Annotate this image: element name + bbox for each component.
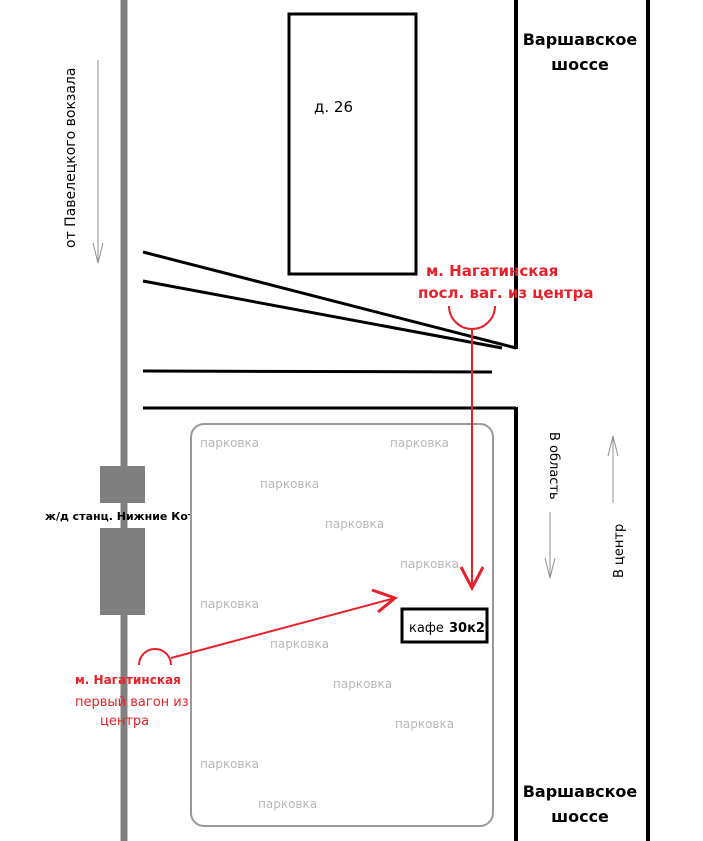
cafe-word: кафе bbox=[409, 621, 444, 636]
parking-label: парковка bbox=[390, 436, 449, 450]
parking-label: парковка bbox=[270, 637, 329, 651]
parking-label: парковка bbox=[260, 477, 319, 491]
parking-label: парковка bbox=[200, 757, 259, 771]
parking-label: парковка bbox=[400, 557, 459, 571]
highway-label-bottom-line1: Варшавское bbox=[523, 782, 638, 801]
parking-label: парковка bbox=[200, 597, 259, 611]
lane-label-to-region: В область bbox=[546, 432, 561, 500]
railway-direction-arrow bbox=[92, 60, 104, 264]
parking-label: парковка bbox=[333, 677, 392, 691]
metro-top-line1: м. Нагатинская bbox=[426, 262, 558, 280]
parking-label: парковка bbox=[325, 517, 384, 531]
metro-bottom-line1: м. Нагатинская bbox=[75, 673, 181, 687]
station-platform-bottom bbox=[100, 528, 145, 615]
metro-exit-bottom-icon bbox=[138, 648, 172, 666]
side-road-middle bbox=[142, 369, 493, 374]
lane-arrow-to-region bbox=[544, 512, 556, 579]
cafe-box bbox=[400, 607, 489, 644]
station-platform-top bbox=[100, 466, 145, 503]
route-arrow-top bbox=[459, 329, 485, 592]
lane-label-to-center: В центр bbox=[612, 524, 627, 578]
metro-bottom-line3: центра bbox=[100, 714, 149, 729]
side-road-upper-b bbox=[142, 279, 503, 350]
side-road-upper-a bbox=[142, 250, 517, 350]
metro-top-line2: посл. ваг. из центра bbox=[418, 284, 594, 302]
parking-label: парковка bbox=[200, 436, 259, 450]
highway-label-top-line2: шоссе bbox=[551, 55, 609, 74]
station-label: ж/д станц. Нижние Котлы bbox=[45, 510, 212, 523]
railway-direction-label: от Павелецкого вокзала bbox=[63, 68, 79, 248]
building-26 bbox=[287, 12, 418, 276]
parking-area bbox=[190, 423, 494, 827]
lane-arrow-to-center bbox=[607, 435, 619, 503]
parking-label: парковка bbox=[258, 797, 317, 811]
metro-exit-top-icon bbox=[448, 305, 496, 330]
highway-label-bottom-line2: шоссе bbox=[551, 807, 609, 826]
route-arrow-bottom bbox=[170, 588, 399, 659]
building-26-label: д. 26 bbox=[314, 98, 353, 116]
cafe-number: 30к2 bbox=[449, 621, 485, 636]
metro-bottom-line2: первый вагон из bbox=[75, 695, 189, 710]
parking-label: парковка bbox=[395, 717, 454, 731]
highway-label-top-line1: Варшавское bbox=[523, 30, 638, 49]
